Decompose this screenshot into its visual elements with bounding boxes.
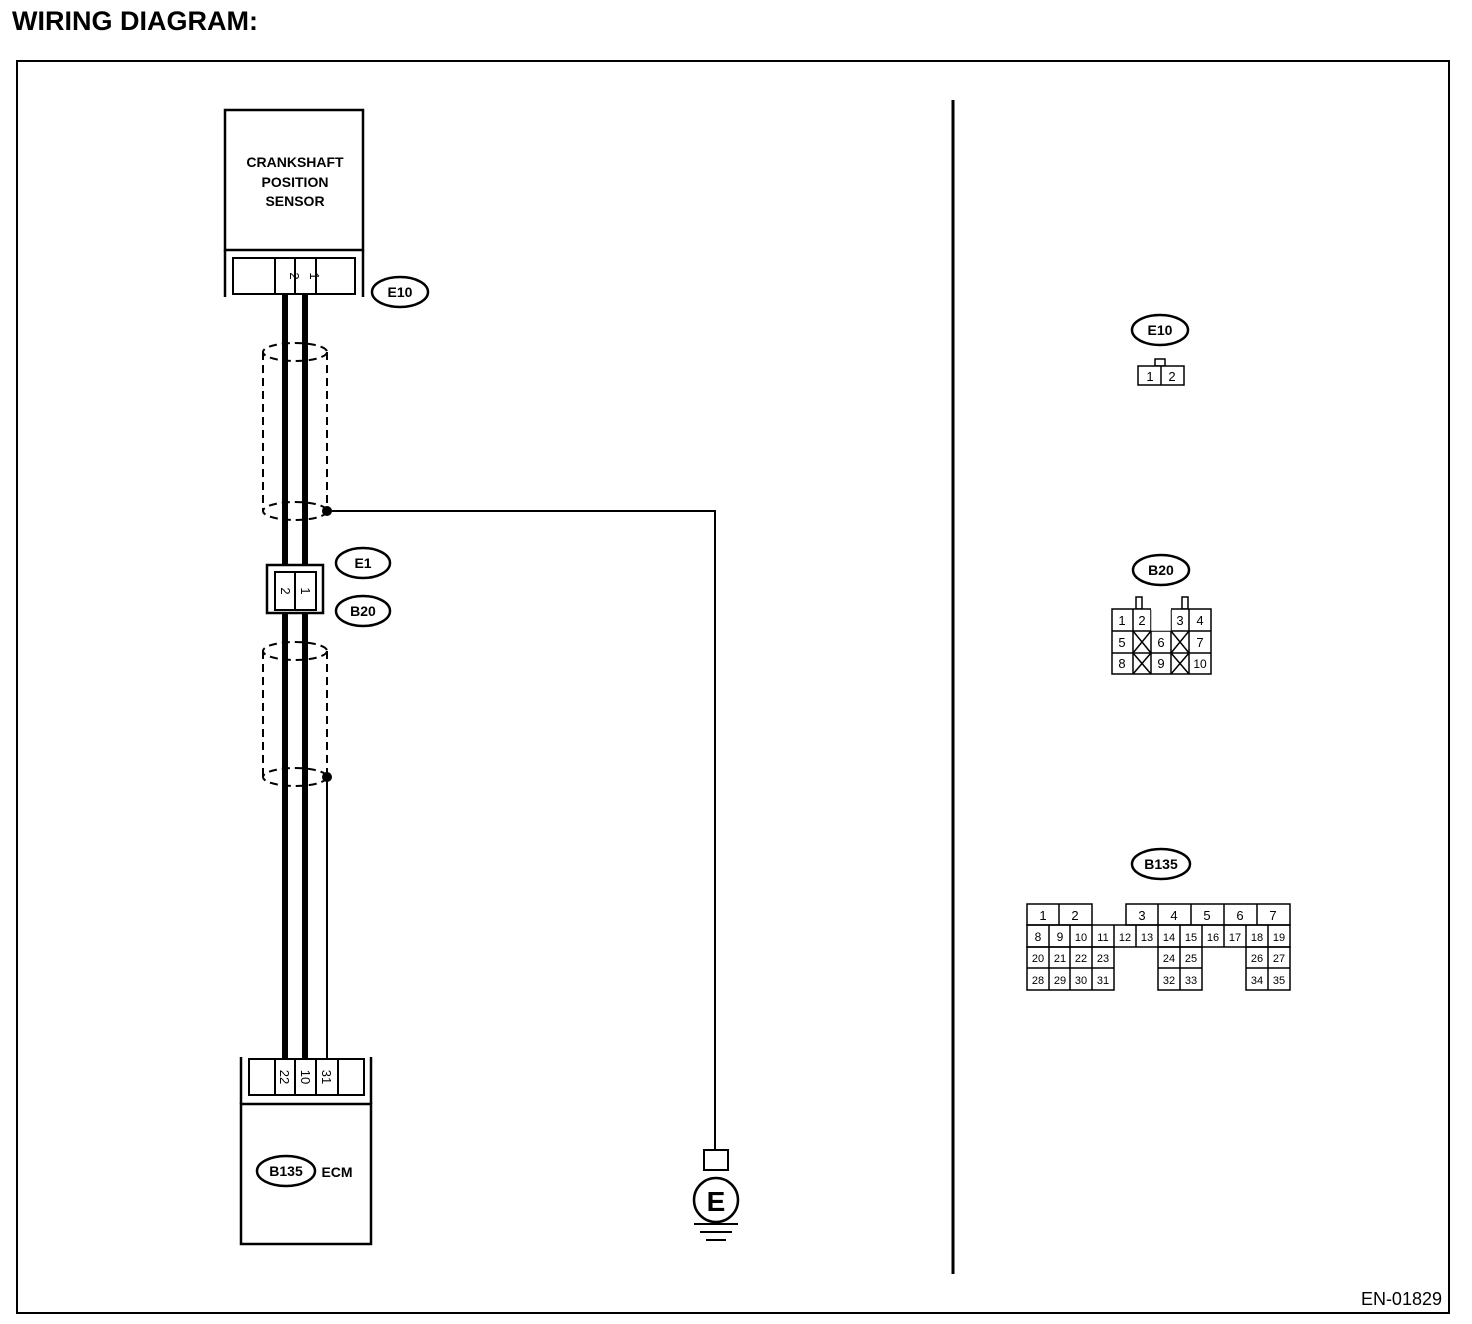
b20-view-pin-10: 10 [1193,657,1207,671]
signal-wires [282,294,308,1060]
e10-view-pin-1: 1 [1146,369,1153,384]
e10-view-tag: E10 [1148,322,1173,338]
sensor-label-line3: SENSOR [265,193,324,209]
page-title: WIRING DIAGRAM: [12,6,258,36]
b135-view-pin-13: 13 [1141,932,1153,944]
b135-view-pin-1: 1 [1039,908,1046,923]
b135-view-pin-5: 5 [1203,908,1210,923]
b135-harness-connector: 22 10 31 [239,1057,373,1104]
b20-connector-tag: B20 [350,603,376,619]
b135-view-pin-11: 11 [1097,932,1108,944]
joint-pin-2: 2 [278,587,293,594]
ground-label: E [707,1186,726,1217]
b135-view-pin-16: 16 [1207,932,1219,944]
b135-view-tag: B135 [1144,856,1178,872]
b135-view-pin-32: 32 [1163,975,1175,987]
b135-view-pin-12: 12 [1119,932,1131,944]
diagram-frame [16,60,1450,1314]
b135-view-pin-29: 29 [1054,975,1066,987]
b135-view-pin-28: 28 [1032,975,1044,987]
ecm-label: ECM [321,1164,352,1180]
b135-connector-view [1026,847,1291,991]
b135-view-pin-8: 8 [1035,930,1042,944]
b135-view-pin-18: 18 [1251,932,1263,944]
b135-view-pin-9: 9 [1057,930,1064,944]
shield-ground-wire [327,510,716,1150]
b20-connector-view-labels: B20 1 2 3 4 5 6 7 8 9 10 [1118,562,1207,671]
b135-view-pin-31: 31 [1097,975,1109,987]
b135-view-pin-7: 7 [1269,908,1276,923]
e10-harness-connector: 2 1 E10 [232,257,430,309]
b135-view-pin-21: 21 [1054,953,1066,965]
b135-view-pin-19: 19 [1273,932,1285,944]
joint-pin-1: 1 [298,587,313,594]
b135-view-pin-4: 4 [1170,908,1177,923]
b135-view-pin-34: 34 [1251,975,1263,987]
b20-view-pin-3: 3 [1176,613,1183,628]
b20-view-pin-8: 8 [1118,656,1125,671]
b20-view-tag: B20 [1148,562,1174,578]
b135-pin-31: 31 [319,1070,334,1084]
e1-b20-joint-connector: 2 1 E1 B20 [265,546,392,628]
b135-view-pin-6: 6 [1236,908,1243,923]
b135-view-pin-22: 22 [1075,953,1087,965]
lower-shield [262,641,328,787]
e10-connector-tag: E10 [388,284,413,300]
sensor-label-line2: POSITION [262,174,329,190]
b135-view-pin-35: 35 [1273,975,1285,987]
b135-view-pin-26: 26 [1251,953,1263,965]
b20-connector-view [1111,553,1212,675]
b135-view-pin-17: 17 [1229,932,1241,944]
document-code: EN-01829 [1360,1289,1442,1309]
b135-view-pin-3: 3 [1138,908,1145,923]
b20-view-pin-5: 5 [1118,635,1125,650]
b135-view-pin-15: 15 [1185,932,1197,944]
b135-view-pin-33: 33 [1185,975,1197,987]
e10-pin-1: 1 [307,272,322,279]
b135-view-pin-25: 25 [1185,953,1197,965]
e10-pin-2: 2 [287,272,302,279]
b20-view-pin-4: 4 [1196,613,1203,628]
ground-symbol: E [692,1149,740,1241]
b20-view-pin-7: 7 [1196,635,1203,650]
b135-view-pin-30: 30 [1075,975,1087,987]
upper-shield [262,342,328,521]
b135-view-pin-14: 14 [1163,932,1175,944]
b135-view-pin-27: 27 [1273,953,1285,965]
b135-view-pin-10: 10 [1075,932,1087,944]
e10-view-pin-2: 2 [1168,369,1175,384]
b135-pin-10: 10 [298,1070,313,1084]
e1-connector-tag: E1 [354,555,371,571]
b20-view-pin-2: 2 [1138,613,1145,628]
b135-view-pin-20: 20 [1032,953,1044,965]
b135-view-pin-23: 23 [1097,953,1109,965]
b135-connector-view-labels: B135 1 2 3 4 5 6 7 8 9 10 11 12 13 14 15… [1032,856,1285,987]
b20-view-pin-6: 6 [1157,635,1164,650]
sensor-label-line1: CRANKSHAFT [246,154,344,170]
b135-view-pin-24: 24 [1163,953,1175,965]
ecm-connector-tag: B135 [269,1163,303,1179]
b135-view-pin-2: 2 [1071,908,1078,923]
crankshaft-position-sensor: CRANKSHAFT POSITION SENSOR [223,108,365,297]
b20-view-pin-9: 9 [1157,656,1164,671]
b135-pin-22: 22 [277,1070,292,1084]
b20-view-pin-1: 1 [1118,613,1125,628]
ecm-module: B135 ECM [239,1102,373,1246]
e10-connector-view: E10 1 2 [1130,313,1190,386]
